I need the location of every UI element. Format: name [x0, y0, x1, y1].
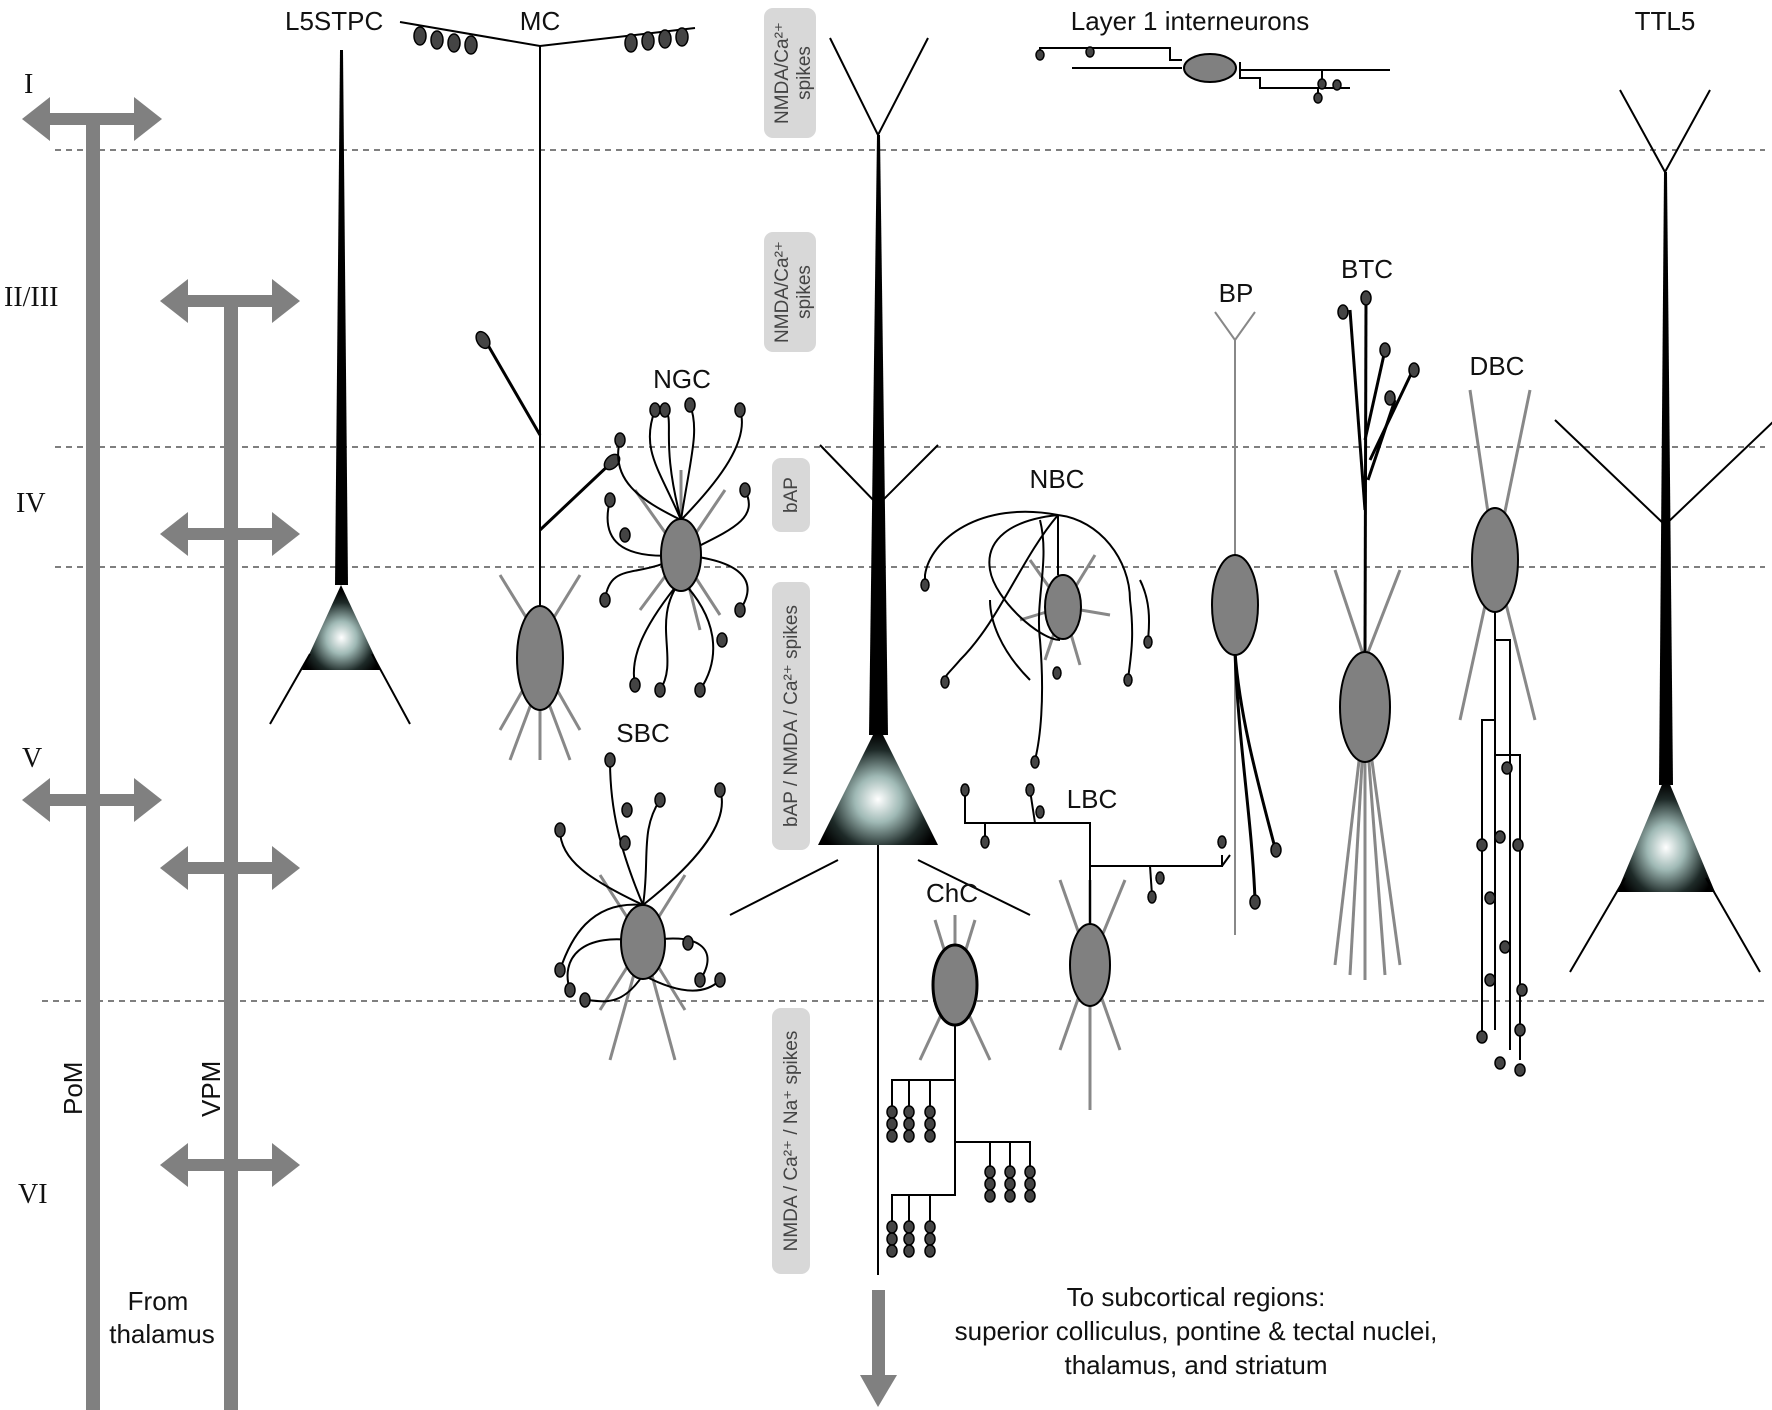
output-label-line2: superior colliculus, pontine & tectal nu… — [955, 1316, 1438, 1346]
btc-label: BTC — [1341, 254, 1393, 284]
layer-label-i: I — [24, 69, 33, 100]
bp-neuron — [1211, 311, 1282, 935]
spike-zone-soma: bAP / NMDA / Ca²⁺ spikes — [772, 582, 810, 850]
spike-zone-oblique-line1: NMDA/Ca²⁺ — [772, 241, 793, 343]
vpm-label: VPM — [196, 1061, 226, 1117]
pom-label: PoM — [58, 1062, 88, 1115]
central-pyramidal-neuron — [729, 37, 1031, 1275]
from-thalamus-label-line1: From — [128, 1286, 189, 1316]
layer-label-vi: VI — [18, 1179, 48, 1210]
layer1-interneurons-label: Layer 1 interneurons — [1071, 6, 1309, 36]
vpm-arrow-layer-ii-iii — [160, 279, 300, 323]
vpm-arrow-layer-iv — [160, 512, 300, 556]
lbc-label: LBC — [1067, 784, 1118, 814]
vpm-arrow-layer-vi — [160, 1143, 300, 1187]
vpm-axon — [160, 279, 300, 1410]
dbc-neuron — [1458, 389, 1537, 1077]
lbc-neuron — [960, 783, 1231, 1110]
vpm-arrow-layer-v — [160, 846, 300, 890]
from-thalamus-label-line2: thalamus — [109, 1319, 215, 1349]
subcortical-output-arrow — [860, 1290, 897, 1407]
spike-zone-tuft: NMDA/Ca²⁺ spikes — [764, 8, 816, 138]
btc-neuron — [1333, 290, 1420, 980]
spike-zone-tuft-line2: spikes — [794, 46, 815, 100]
layer-labels: I II/III IV V VI — [4, 69, 58, 1210]
ttl5-neuron — [1554, 89, 1772, 973]
chc-neuron — [886, 915, 1036, 1258]
l5stpc-neuron — [269, 50, 411, 725]
pom-axon — [22, 97, 162, 1410]
layer-label-ii-iii: II/III — [4, 282, 58, 313]
sbc-neuron — [554, 752, 726, 1061]
layer-label-v: V — [22, 743, 42, 774]
spike-zone-soma-text: bAP / NMDA / Ca²⁺ spikes — [781, 605, 802, 827]
ttl5-label: TTL5 — [1635, 6, 1696, 36]
spike-zone-oblique-line2: spikes — [794, 265, 815, 319]
output-label-line3: thalamus, and striatum — [1064, 1350, 1327, 1380]
spike-zone-basal-proximal: bAP — [772, 458, 810, 532]
spike-zone-basal-text: NMDA / Ca²⁺ / Na⁺ spikes — [781, 1031, 802, 1252]
ngc-label: NGC — [653, 364, 711, 394]
chc-cartridges — [886, 1105, 1036, 1258]
layer1-interneurons — [1035, 46, 1390, 104]
spike-zone-oblique: NMDA/Ca²⁺ spikes — [764, 232, 816, 352]
output-label-line1: To subcortical regions: — [1067, 1282, 1326, 1312]
pom-arrow-layer-i — [22, 97, 162, 141]
spike-zone-basal: NMDA / Ca²⁺ / Na⁺ spikes — [772, 1008, 810, 1274]
nbc-label: NBC — [1030, 464, 1085, 494]
l5stpc-label: L5STPC — [285, 6, 383, 36]
ngc-neuron — [599, 397, 751, 698]
dbc-label: DBC — [1470, 351, 1525, 381]
mc-label: MC — [520, 6, 560, 36]
bp-label: BP — [1219, 278, 1254, 308]
chc-label: ChC — [926, 878, 978, 908]
layer-label-iv: IV — [16, 488, 46, 519]
pom-arrow-layer-v — [22, 778, 162, 822]
spike-zone-basal-proximal-text: bAP — [781, 477, 802, 513]
spike-zone-tuft-line1: NMDA/Ca²⁺ — [772, 22, 793, 124]
mc-neuron — [399, 21, 696, 761]
sbc-label: SBC — [616, 718, 669, 748]
nbc-neuron — [920, 510, 1153, 769]
